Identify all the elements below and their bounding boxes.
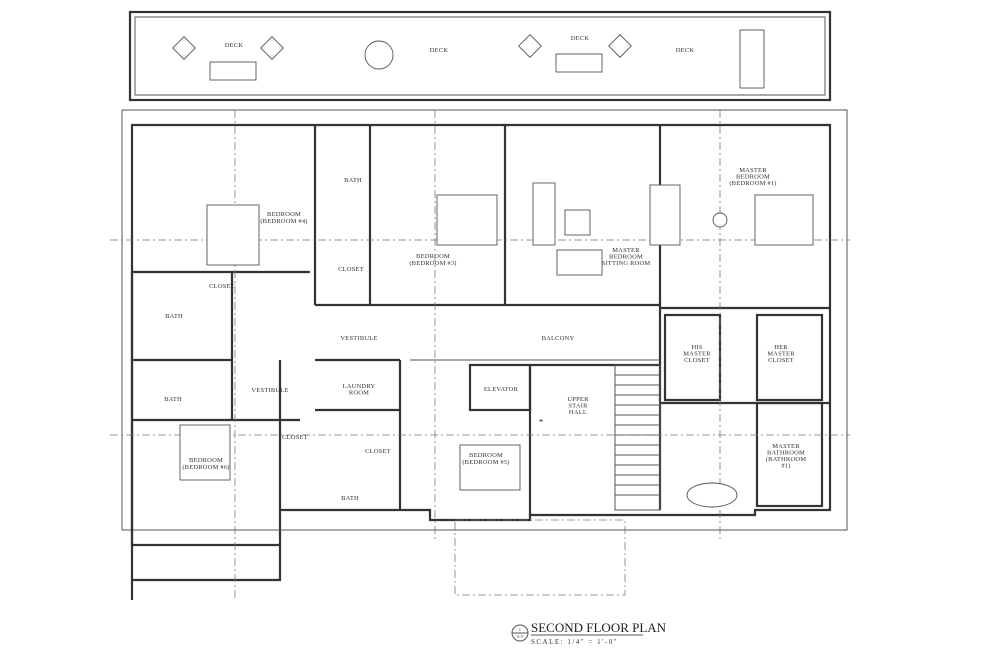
drawing-scale: SCALE: 1/4" = 1'-0": [531, 638, 618, 646]
room-label-bath-bottom: BATH: [341, 495, 359, 502]
deck-furniture: [172, 29, 765, 89]
room-label-closet-mid-1: CLOSET: [282, 434, 308, 441]
sheet-ref-number: 1: [519, 627, 521, 632]
deck-outline: [128, 10, 832, 102]
sheet-ref-sheet: A-5: [517, 634, 524, 639]
interior-furniture: [179, 182, 814, 508]
room-label-bedroom-5: BEDROOM(BEDROOM #5): [462, 452, 509, 466]
room-label-bath-left-1: BATH: [165, 313, 183, 320]
room-label-deck-2: DECK: [430, 47, 449, 54]
room-label-vestibule-1: VESTIBULE: [340, 335, 377, 342]
room-label-bedroom-4: BEDROOM(BEDROOM #4): [260, 211, 307, 225]
room-label-elevator: ELEVATOR: [484, 386, 519, 393]
room-label-deck-4: DECK: [676, 47, 695, 54]
room-label-closet-top: CLOSET: [338, 266, 364, 273]
drawing-title: SECOND FLOOR PLAN: [531, 620, 667, 635]
porch-outline: [454, 519, 626, 596]
room-label-balcony: BALCONY: [542, 335, 575, 342]
room-label-deck-1: DECK: [225, 42, 244, 49]
staircase: [614, 364, 661, 511]
room-label-bath-top: BATH: [344, 177, 362, 184]
room-label-deck-3: DECK: [571, 35, 590, 42]
room-label-bedroom-6: BEDROOM(BEDROOM #6): [182, 457, 229, 471]
room-label-vestibule-2: VESTIBULE: [251, 387, 288, 394]
room-label-closet-left: CLOSET: [209, 283, 235, 290]
room-label-bath-left-2: BATH: [164, 396, 182, 403]
room-labels: DECK DECK DECK DECK BEDROOM(BEDROOM #4) …: [164, 35, 806, 502]
room-label-closet-mid-2: CLOSET: [365, 448, 391, 455]
title-block: 1 A-5 SECOND FLOOR PLAN SCALE: 1/4" = 1'…: [511, 620, 667, 646]
room-label-bedroom-3: BEDROOM(BEDROOM #3): [409, 253, 456, 267]
